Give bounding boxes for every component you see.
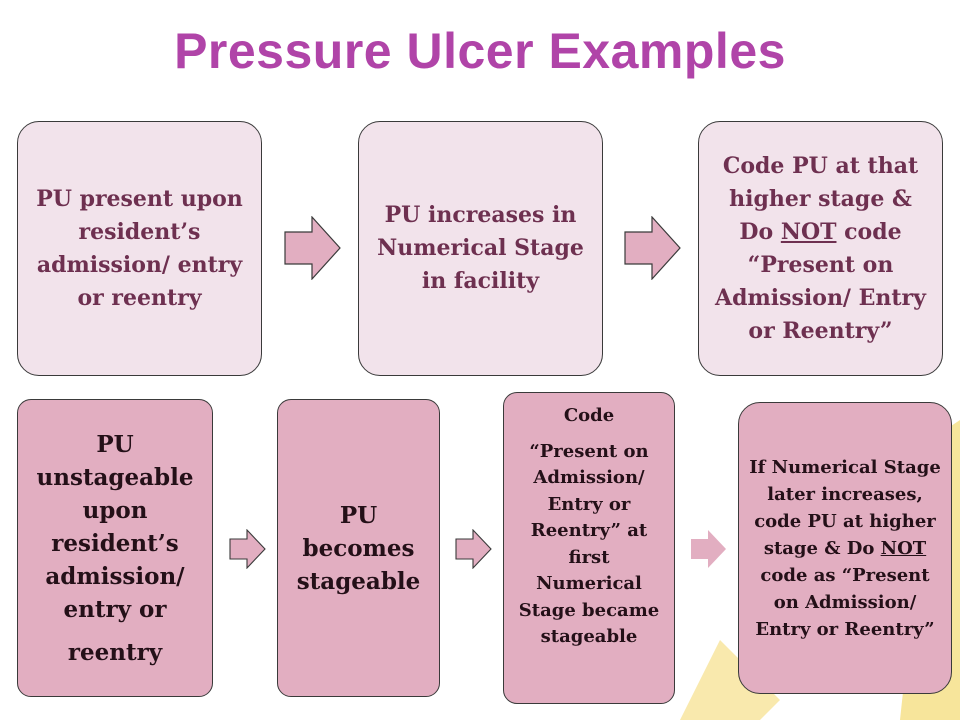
row1-box3-part1: Code PU at that higher stage & Do — [722, 152, 919, 245]
row1-box3-text: Code PU at that higher stage & Do NOT co… — [709, 150, 932, 348]
right-arrow-icon — [455, 529, 492, 569]
row2-box3-line2: “Present on Admission/ Entry or Reentry”… — [518, 440, 660, 648]
right-arrow-icon — [229, 529, 266, 569]
row1-box3-part2: code “Present on Admission/ Entry or Ree… — [715, 218, 926, 344]
row2-box1-line1: PU unstageable upon resident’s admission… — [36, 430, 194, 623]
right-arrow-icon — [284, 216, 341, 280]
row1-box2-text: PU increases in Numerical Stage in facil… — [377, 202, 584, 294]
row2-box-code-present-on-admission: Code “Present on Admission/ Entry or Ree… — [503, 392, 675, 704]
row1-box-present-on-admission: PU present upon resident’s admission/ en… — [17, 121, 262, 376]
row2-box1-line2: reentry — [67, 638, 163, 666]
row2-box3-line1: Code — [563, 405, 615, 426]
row1-box-stage-increases: PU increases in Numerical Stage in facil… — [358, 121, 603, 376]
row1-box3-not: NOT — [780, 218, 837, 245]
row2-box4-part2: code as “Present on Admission/ Entry or … — [755, 564, 935, 640]
row2-box4-part1: If Numerical Stage later increases, code… — [749, 456, 941, 559]
row2-box2-text: PU becomes stageable — [296, 501, 421, 595]
row1-box1-text: PU present upon resident’s admission/ en… — [36, 185, 243, 311]
right-arrow-icon — [624, 216, 681, 280]
row2-box-later-increases: If Numerical Stage later increases, code… — [738, 402, 952, 694]
row2-box-becomes-stageable: PU becomes stageable — [277, 399, 440, 697]
row1-box-code-higher-stage: Code PU at that higher stage & Do NOT co… — [698, 121, 943, 376]
right-arrow-icon — [691, 530, 726, 568]
page-title: Pressure Ulcer Examples — [174, 23, 786, 79]
row2-box-unstageable: PU unstageable upon resident’s admission… — [17, 399, 213, 697]
row2-box4-text: If Numerical Stage later increases, code… — [749, 454, 941, 643]
row2-box4-not: NOT — [880, 537, 927, 559]
